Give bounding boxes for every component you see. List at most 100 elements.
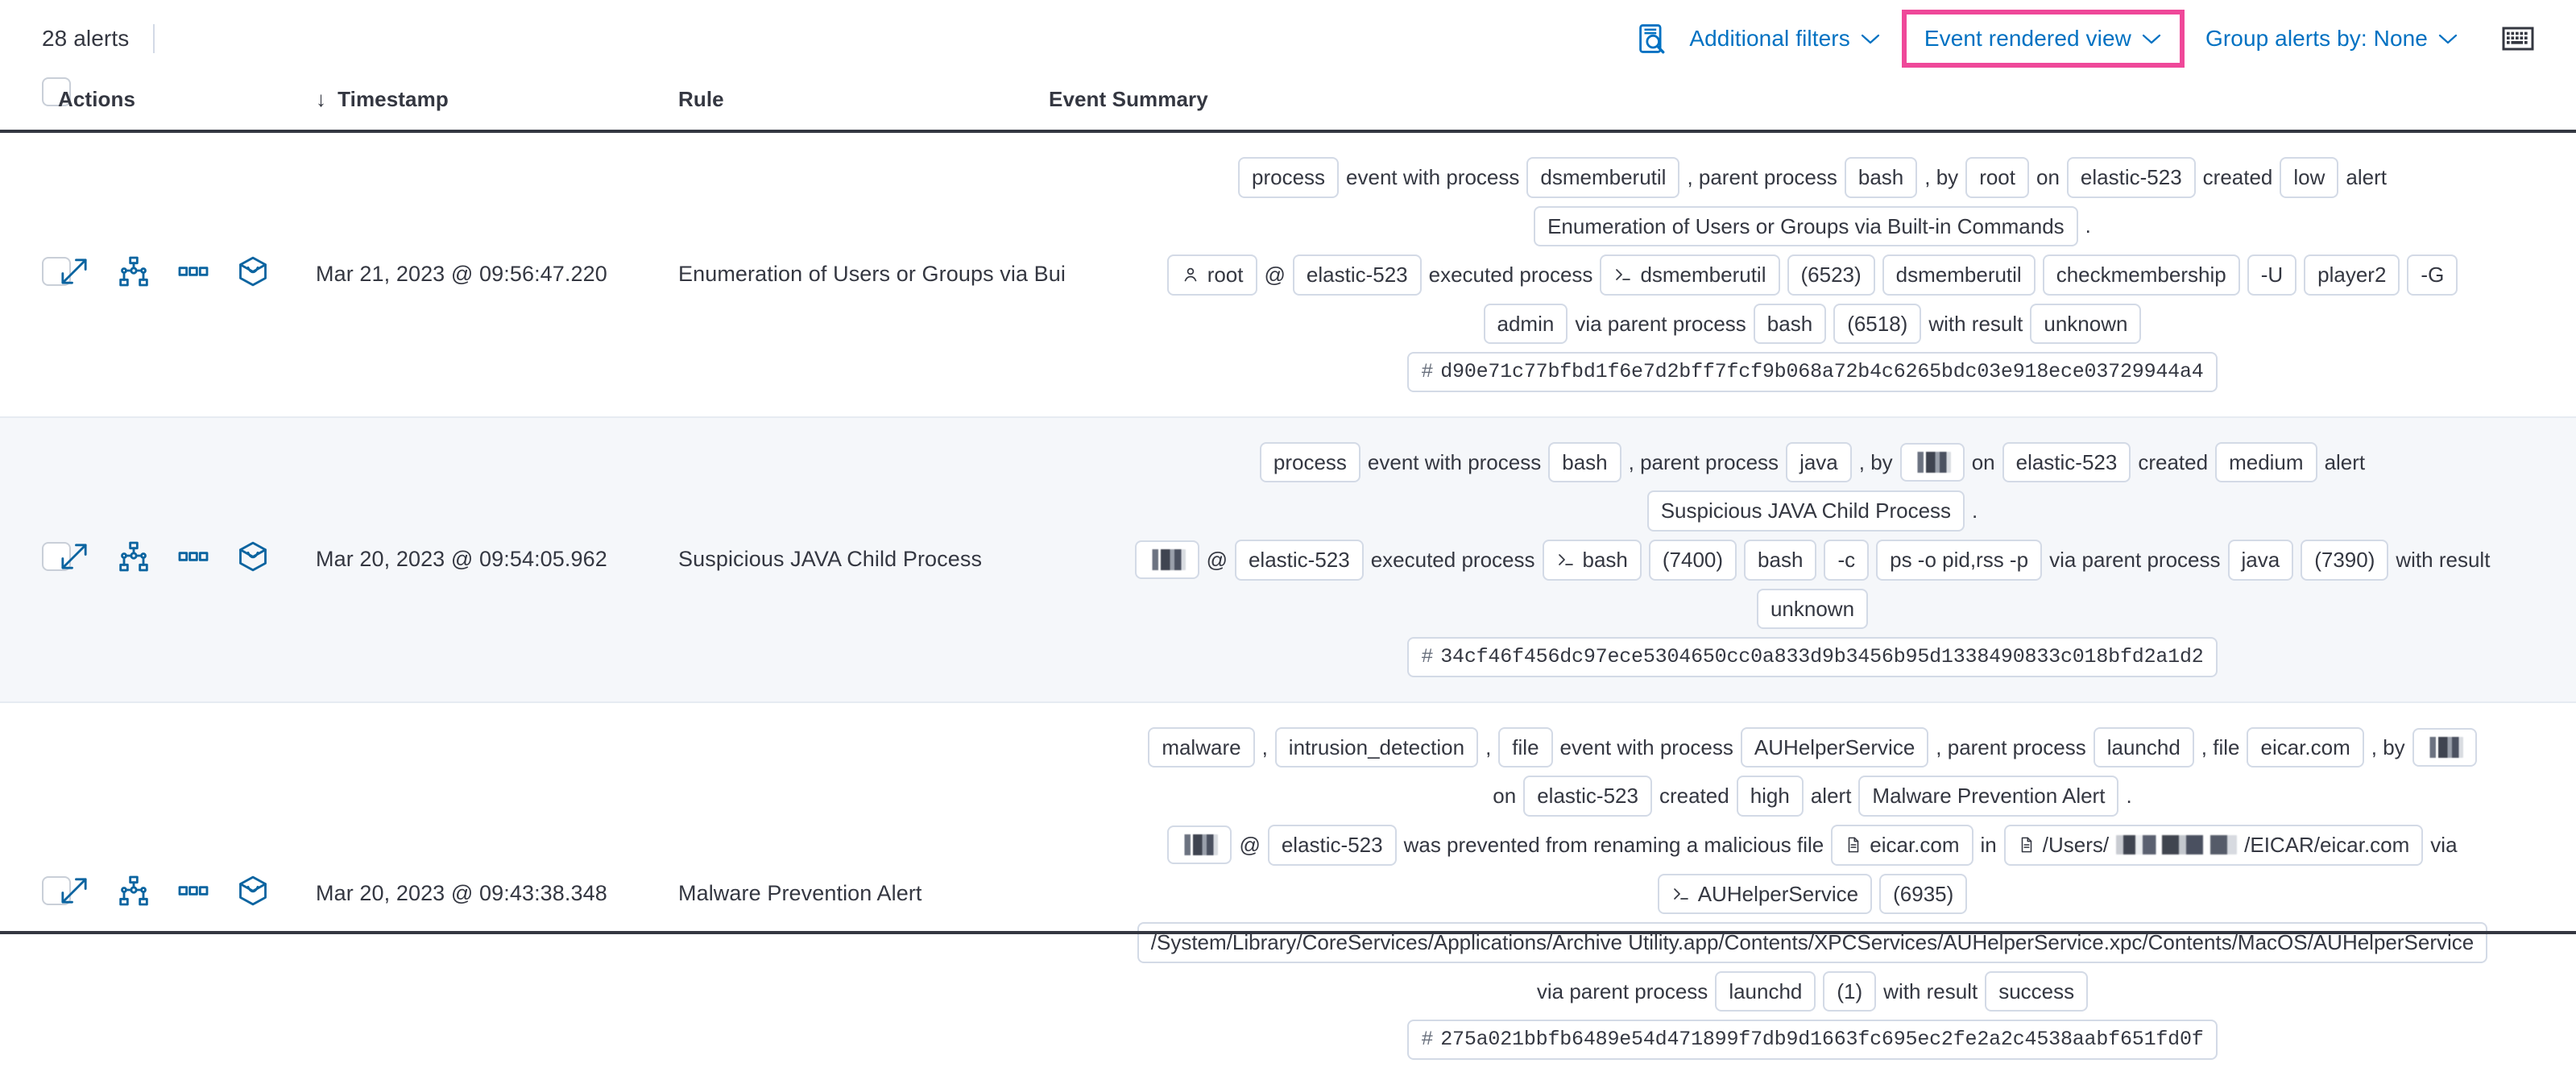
header-event-summary[interactable]: Event Summary xyxy=(1049,87,1208,111)
summary-field-badge[interactable]: dsmemberutil xyxy=(1526,157,1680,198)
session-view-icon[interactable] xyxy=(118,540,150,578)
event-summary-line: Suspicious JAVA Child Process. xyxy=(1646,490,1978,532)
summary-text: . xyxy=(2085,213,2091,238)
summary-hash-badge[interactable]: #34cf46f456dc97ece5304650cc0a833d9b3456b… xyxy=(1407,637,2218,677)
summary-text: executed process xyxy=(1428,262,1593,287)
more-actions-icon[interactable] xyxy=(177,540,209,578)
inspect-button[interactable] xyxy=(1621,14,1675,64)
summary-field-badge[interactable]: unknown xyxy=(1756,588,1869,630)
session-view-icon[interactable] xyxy=(118,875,150,912)
hash-symbol: # xyxy=(1421,1028,1434,1052)
summary-field-badge[interactable]: elastic-523 xyxy=(1234,540,1364,581)
summary-hash-badge[interactable]: #275a021bbfb6489e54d471899f7db9d1663fc69… xyxy=(1407,1020,2218,1060)
event-rendered-view-button[interactable]: Event rendered view xyxy=(1916,23,2170,55)
summary-field-badge[interactable]: elastic-523 xyxy=(2002,441,2131,483)
summary-field-badge[interactable]: AUHelperService xyxy=(1740,726,1929,768)
summary-field-badge[interactable]: process xyxy=(1238,157,1340,198)
summary-field-badge[interactable]: /System/Library/CoreServices/Application… xyxy=(1137,922,2488,963)
summary-field-badge[interactable] xyxy=(1167,825,1232,865)
summary-hash-badge[interactable]: #d90e71c77bfbd1f6e7d2bff7fcf9b068a72b4c6… xyxy=(1407,352,2218,392)
summary-field-badge[interactable]: elastic-523 xyxy=(1267,824,1397,866)
summary-field-badge[interactable]: bash xyxy=(1548,441,1621,483)
inspect-search-icon xyxy=(1636,22,1670,56)
expand-icon[interactable] xyxy=(58,540,90,578)
summary-field-badge[interactable]: bash xyxy=(1753,303,1827,345)
event-summary-line: unknown xyxy=(1756,588,1869,630)
header-timestamp[interactable]: ↓Timestamp xyxy=(316,77,678,130)
summary-field-badge[interactable]: elastic-523 xyxy=(2066,157,2196,198)
summary-field-badge[interactable]: (7400) xyxy=(1648,540,1737,581)
package-icon[interactable] xyxy=(237,540,269,578)
summary-field-badge[interactable]: bash xyxy=(1844,157,1918,198)
summary-field-badge[interactable]: elastic-523 xyxy=(1523,776,1652,817)
summary-field-badge[interactable]: (6523) xyxy=(1787,254,1875,296)
summary-field-badge[interactable]: high xyxy=(1736,776,1804,817)
summary-field-badge[interactable]: eicar.com xyxy=(2247,726,2364,768)
badge-value: ps -o pid,rss -p xyxy=(1890,548,2029,573)
summary-field-badge[interactable]: elastic-523 xyxy=(1292,254,1422,296)
package-icon[interactable] xyxy=(237,255,269,293)
summary-field-badge[interactable]: root xyxy=(1965,157,2029,198)
expand-icon[interactable] xyxy=(58,875,90,912)
group-alerts-by-button[interactable]: Group alerts by: None xyxy=(2191,18,2473,60)
select-all-checkbox[interactable] xyxy=(42,77,71,106)
summary-field-badge[interactable]: root xyxy=(1166,254,1257,296)
summary-field-badge[interactable]: ps -o pid,rss -p xyxy=(1876,540,2043,581)
summary-field-badge[interactable]: java xyxy=(1786,441,1852,483)
more-actions-icon[interactable] xyxy=(177,255,209,293)
badge-value: (6523) xyxy=(1800,263,1862,288)
package-icon[interactable] xyxy=(237,875,269,912)
summary-field-badge[interactable]: low xyxy=(2280,157,2339,198)
summary-field-badge[interactable]: unknown xyxy=(2030,303,2142,345)
summary-field-badge[interactable]: (1) xyxy=(1823,970,1877,1012)
badge-value: elastic-523 xyxy=(1281,832,1383,857)
additional-filters-button[interactable]: Additional filters xyxy=(1675,18,1895,60)
summary-field-badge[interactable]: success xyxy=(1985,970,2089,1012)
summary-field-badge[interactable] xyxy=(1134,540,1199,580)
badge-value: dsmemberutil xyxy=(1640,263,1766,288)
summary-field-badge[interactable]: bash xyxy=(1542,540,1642,581)
summary-field-badge[interactable] xyxy=(1899,443,1965,482)
summary-field-badge[interactable]: checkmembership xyxy=(2042,254,2240,296)
badge-value: unknown xyxy=(1770,596,1855,621)
summary-field-badge[interactable]: AUHelperService xyxy=(1657,873,1873,915)
summary-field-badge[interactable]: /Users//EICAR/eicar.com xyxy=(2003,824,2424,866)
summary-field-badge[interactable]: -G xyxy=(2407,254,2458,296)
summary-field-badge[interactable]: dsmemberutil xyxy=(1600,254,1780,296)
summary-field-badge[interactable]: Enumeration of Users or Groups via Built… xyxy=(1534,205,2078,247)
header-rule[interactable]: Rule xyxy=(678,87,724,111)
summary-field-badge[interactable]: -U xyxy=(2247,254,2297,296)
summary-field-badge[interactable]: (6518) xyxy=(1833,303,1922,345)
badge-value: elastic-523 xyxy=(1537,784,1638,809)
summary-field-badge[interactable]: (6935) xyxy=(1879,873,1968,915)
badge-value: eicar.com xyxy=(2260,734,2350,759)
row-actions-cell xyxy=(58,416,316,702)
summary-field-badge[interactable]: launchd xyxy=(2093,726,2194,768)
summary-field-badge[interactable]: java xyxy=(2227,540,2294,581)
summary-field-badge[interactable]: process xyxy=(1259,441,1360,483)
more-actions-icon[interactable] xyxy=(177,875,209,912)
summary-field-badge[interactable]: bash xyxy=(1744,540,1817,581)
keyboard-shortcuts-button[interactable] xyxy=(2473,23,2534,55)
summary-field-badge[interactable]: dsmemberutil xyxy=(1882,254,2036,296)
summary-field-badge[interactable]: (7390) xyxy=(2301,540,2389,581)
summary-field-badge[interactable]: eicar.com xyxy=(1831,824,1973,866)
summary-field-badge[interactable]: Suspicious JAVA Child Process xyxy=(1646,490,1965,532)
summary-field-badge[interactable]: player2 xyxy=(2304,254,2400,296)
summary-field-badge[interactable]: file xyxy=(1498,726,1553,768)
summary-field-badge[interactable]: Malware Prevention Alert xyxy=(1858,776,2119,817)
summary-text: , parent process xyxy=(1936,734,2086,759)
expand-icon[interactable] xyxy=(58,255,90,293)
summary-field-badge[interactable] xyxy=(2412,728,2477,767)
summary-field-badge[interactable]: admin xyxy=(1483,303,1568,345)
summary-field-badge[interactable]: intrusion_detection xyxy=(1274,726,1479,768)
summary-field-badge[interactable]: medium xyxy=(2215,441,2317,483)
summary-field-badge[interactable]: -c xyxy=(1824,540,1870,581)
session-view-icon[interactable] xyxy=(118,255,150,293)
summary-field-badge[interactable]: launchd xyxy=(1715,970,1816,1012)
summary-field-badge[interactable]: malware xyxy=(1148,726,1255,768)
summary-text: on xyxy=(1971,449,1995,474)
